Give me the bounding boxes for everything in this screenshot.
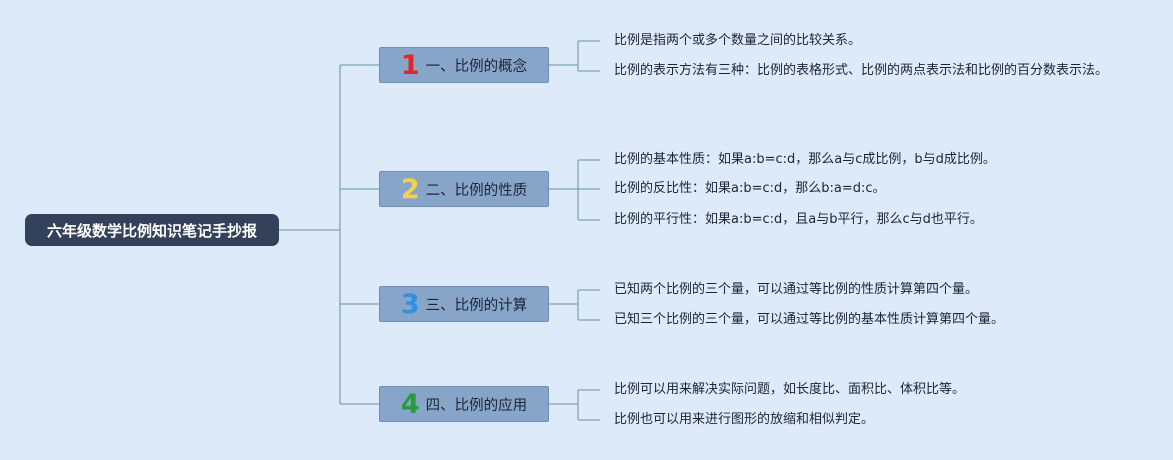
leaf-text: 比例的平行性：如果a:b=c:d，且a与b平行，那么c与d也平行。 — [614, 212, 983, 227]
branch-node-2[interactable]: 2 二、比例的性质 — [379, 171, 549, 207]
number-one-icon: 1 — [400, 49, 420, 81]
branch-title: 三、比例的计算 — [425, 297, 528, 314]
leaf-text: 已知两个比例的三个量，可以通过等比例的性质计算第四个量。 — [614, 282, 979, 297]
leaf-node[interactable]: 已知三个比例的三个量，可以通过等比例的基本性质计算第四个量。 — [614, 310, 1124, 330]
number-two-icon: 2 — [400, 173, 420, 205]
branch-node-3[interactable]: 3 三、比例的计算 — [379, 286, 549, 322]
number-three-icon: 3 — [400, 288, 420, 320]
leaf-node[interactable]: 比例可以用来解决实际问题，如长度比、面积比、体积比等。 — [614, 380, 1124, 400]
branch-title: 二、比例的性质 — [425, 182, 528, 199]
leaf-text: 比例的反比性：如果a:b=c:d，那么b:a=d:c。 — [614, 181, 886, 196]
leaf-node[interactable]: 比例的基本性质：如果a:b=c:d，那么a与c成比例，b与d成比例。 — [614, 150, 1124, 170]
leaf-node[interactable]: 比例也可以用来进行图形的放缩和相似判定。 — [614, 410, 1124, 430]
branch-node-4[interactable]: 4 四、比例的应用 — [379, 386, 549, 422]
leaf-text: 比例可以用来解决实际问题，如长度比、面积比、体积比等。 — [614, 382, 966, 397]
branch-node-1[interactable]: 1 一、比例的概念 — [379, 47, 549, 83]
number-four-icon: 4 — [400, 388, 420, 420]
leaf-text: 比例是指两个或多个数量之间的比较关系。 — [614, 33, 862, 48]
root-node[interactable]: 六年级数学比例知识笔记手抄报 — [25, 214, 279, 246]
leaf-text: 比例也可以用来进行图形的放缩和相似判定。 — [614, 412, 875, 427]
leaf-text: 比例的基本性质：如果a:b=c:d，那么a与c成比例，b与d成比例。 — [614, 152, 996, 167]
leaf-node[interactable]: 比例是指两个或多个数量之间的比较关系。 — [614, 31, 1124, 51]
branch-title: 四、比例的应用 — [425, 397, 528, 414]
leaf-node[interactable]: 比例的反比性：如果a:b=c:d，那么b:a=d:c。 — [614, 179, 1124, 199]
leaf-text: 已知三个比例的三个量，可以通过等比例的基本性质计算第四个量。 — [614, 312, 1005, 327]
leaf-node[interactable]: 已知两个比例的三个量，可以通过等比例的性质计算第四个量。 — [614, 280, 1124, 300]
leaf-node[interactable]: 比例的平行性：如果a:b=c:d，且a与b平行，那么c与d也平行。 — [614, 210, 1124, 230]
branch-title: 一、比例的概念 — [425, 58, 528, 75]
leaf-node[interactable]: 比例的表示方法有三种：比例的表格形式、比例的两点表示法和比例的百分数表示法。 — [614, 61, 1109, 81]
root-title: 六年级数学比例知识笔记手抄报 — [46, 221, 257, 240]
leaf-text: 比例的表示方法有三种：比例的表格形式、比例的两点表示法和比例的百分数表示法。 — [614, 63, 1109, 78]
